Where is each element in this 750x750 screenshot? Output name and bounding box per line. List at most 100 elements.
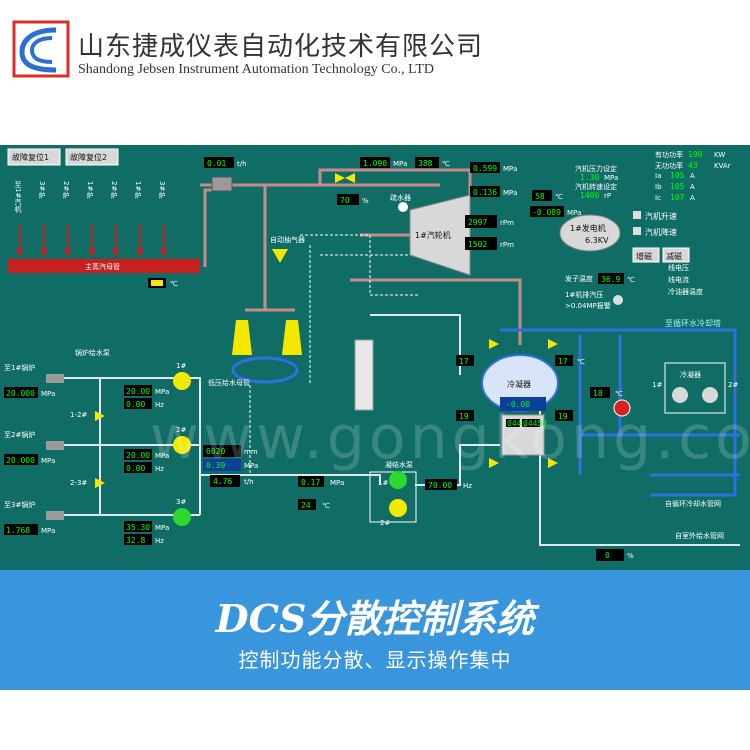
valve-2-3-icon[interactable]	[95, 478, 105, 488]
cond-temp2-value: 17	[558, 357, 568, 366]
fault-reset-1-label: 故障复位1	[12, 152, 49, 162]
reactive-power-unit: KVAr	[714, 162, 731, 170]
turbine-speed1-value: 2997	[468, 218, 487, 227]
tank-flow-value: 4.76	[213, 477, 232, 486]
boiler-inlet-label: 1#炉	[134, 181, 142, 199]
cond-valve-2[interactable]	[548, 339, 558, 349]
cond-valve-3[interactable]	[489, 458, 499, 468]
product-banner: DCS分散控制系统 控制功能分散、显示操作集中	[0, 570, 750, 690]
feed-line-label: 至3#锅炉	[4, 500, 35, 509]
feed-pump-icon[interactable]	[173, 436, 191, 454]
cooling-tower-label: 至循环水冷却塔	[665, 318, 721, 328]
generator-label: 1#发电机	[570, 223, 606, 233]
tank-pressure-value: 0.39	[206, 461, 225, 470]
cooling-pump-icon[interactable]	[613, 399, 631, 417]
exhaust-temp-value: 0.136	[473, 188, 497, 197]
cond-pump-1-name: 1#	[378, 479, 388, 487]
cond-temp2-display	[555, 355, 573, 366]
valve-label-1-2: 1-2#	[70, 411, 87, 419]
ib-label: Ib	[655, 183, 662, 191]
cooler-label: 冷凝器	[680, 370, 701, 379]
turbine-up-label: 汽机升速	[645, 211, 677, 221]
cond-temp3-value: 19	[459, 412, 469, 421]
feed-pump-icon[interactable]	[173, 372, 191, 390]
speed-setting-unit: rP	[604, 192, 611, 200]
small-display-1: 04458	[507, 419, 531, 428]
boiler-inlet-label: 3#炉	[38, 181, 46, 199]
company-name-cn: 山东捷成仪表自动化技术有限公司	[78, 32, 484, 62]
generator-voltage: 6.3KV	[585, 236, 609, 245]
feed-pump-name: 3#	[176, 498, 186, 506]
boiler-inlet-label: 2#炉	[110, 181, 118, 199]
cooler-name-1: 1#	[652, 381, 662, 389]
top-flow-value: 0.01	[207, 159, 226, 168]
pump-pressure-value: 20.00	[126, 387, 150, 396]
increase-mag-button[interactable]	[632, 247, 660, 263]
condenser-label: 冷凝器	[507, 379, 531, 389]
cond-freq-value: 70.00	[428, 481, 452, 490]
arrow-down-icon	[16, 249, 24, 257]
condensate-pump-label: 凝结水泵	[385, 460, 413, 469]
exhaust-pressure-unit: MPa	[503, 165, 517, 173]
oil-cooler-temp-label: 冷油器温度	[668, 287, 703, 296]
feed-line-label: 至1#锅炉	[4, 363, 35, 372]
line-current-label: 线电流	[668, 275, 689, 284]
fault-reset-1-button[interactable]	[7, 148, 61, 166]
cond-valve-4[interactable]	[548, 458, 558, 468]
decrease-mag-label: 减磁	[666, 251, 682, 261]
cond-pump-1[interactable]	[389, 471, 407, 489]
turbine-speed1-display	[465, 215, 497, 228]
steam-valve-icon[interactable]	[335, 173, 345, 183]
pressure-setting-unit: MPa	[604, 174, 618, 182]
ib-unit: A	[690, 183, 695, 191]
ic-value: 107	[670, 193, 685, 202]
exhaust-alarm-line2: >0.04MP报警	[565, 301, 611, 310]
arrow-down-icon	[40, 249, 48, 257]
ejector-2-icon	[282, 320, 302, 355]
steam-pressure-display	[360, 157, 390, 168]
banner-subtitle: 控制功能分散、显示操作集中	[238, 648, 512, 672]
decrease-mag-button[interactable]	[662, 247, 690, 263]
feed-line-unit: MPa	[41, 457, 55, 465]
arrow-down-icon	[64, 249, 72, 257]
cond-valve-1[interactable]	[489, 339, 499, 349]
steam-pressure-value: 1.090	[363, 159, 387, 168]
boiler-inlet-label: 1#炉	[86, 181, 94, 199]
cond-temp-unit: ℃	[322, 502, 330, 510]
vertical-tank	[354, 339, 374, 411]
cooling-temp-display	[590, 387, 610, 398]
reactive-power-value: 43	[688, 161, 698, 170]
pressure-setting-value: 1.30	[580, 173, 599, 182]
turbine-up-checkbox[interactable]	[633, 211, 641, 219]
fault-reset-2-button[interactable]	[65, 148, 119, 166]
cond-pump-2-name: 2#	[380, 519, 390, 527]
supply-line-label: 自室外给水管网	[675, 531, 724, 540]
pump-pressure-unit: MPa	[155, 388, 169, 396]
return-line-label: 自循环冷却水管网	[665, 499, 721, 508]
line-voltage-label: 线电压	[668, 263, 689, 272]
cooler-frame	[664, 362, 726, 414]
rotor-temp-display	[598, 273, 624, 284]
feed-pump-icon[interactable]	[173, 508, 191, 526]
tank-pressure-display	[203, 459, 241, 471]
auto-exhaust-icon	[272, 249, 288, 263]
gen-temp-value: 58	[535, 192, 545, 201]
valve-1-2-icon[interactable]	[95, 411, 105, 421]
active-power-unit: KW	[714, 151, 725, 159]
turbine-speed2-unit: rPm	[500, 241, 514, 249]
steam-temp-unit: ℃	[442, 160, 450, 168]
exhaust-alarm-line1: 1#机排汽压	[565, 290, 603, 299]
cooling-pipes	[500, 328, 740, 497]
feed-line-unit: MPa	[41, 527, 55, 535]
feed-pump-name: 1#	[176, 362, 186, 370]
pump-pressure-value: 20.00	[126, 451, 150, 460]
tank-level-display	[203, 445, 241, 457]
pump-freq-display	[124, 534, 152, 545]
cond-pump-2[interactable]	[389, 499, 407, 517]
valve-open-value: 70	[340, 196, 350, 205]
turbine-down-checkbox[interactable]	[633, 227, 641, 235]
rotor-temp-label: 发子温度	[565, 274, 593, 283]
pump-pressure-unit: MPa	[155, 452, 169, 460]
